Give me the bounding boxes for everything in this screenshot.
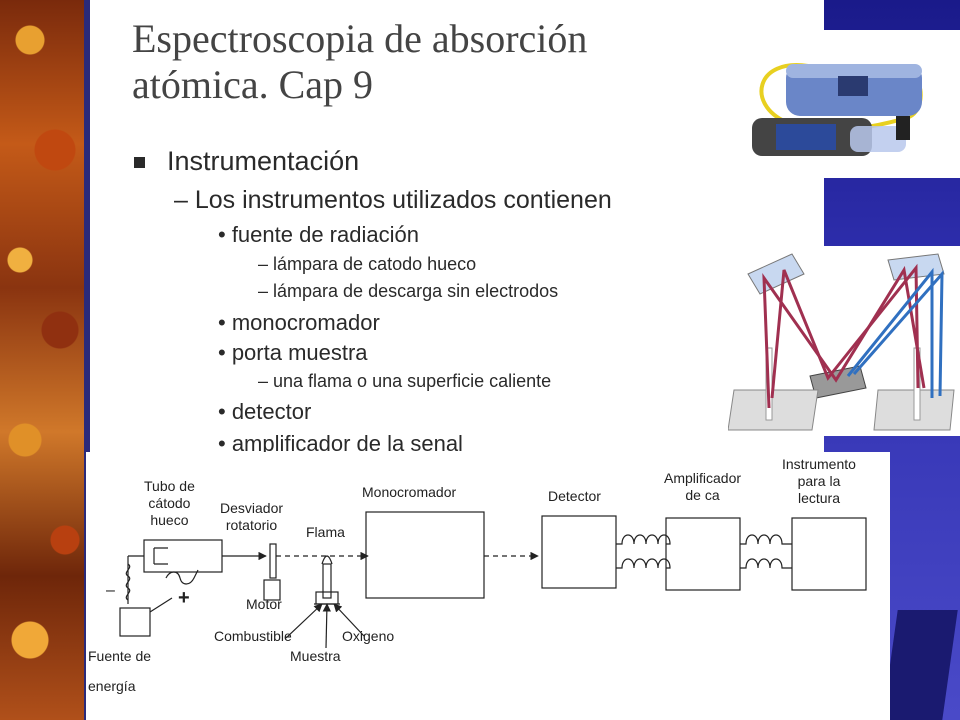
plus-sign: + [178, 587, 190, 609]
label-instrumento: Instrumento para la lectura [782, 456, 856, 506]
minus-sign: – [106, 582, 115, 599]
bullet-level1: Instrumentación [134, 146, 359, 177]
label-fuente-1: Fuente de [88, 648, 152, 664]
instrument-diagram: Tubo de cátodo hueco Desviador rotatorio… [86, 452, 890, 720]
label-fuente-2: energía [88, 678, 136, 694]
diagram-lines [119, 511, 867, 649]
sub-catodo: – lámpara de catodo hueco [258, 254, 477, 274]
label-detector: Detector [548, 488, 601, 504]
decorative-gear-strip [0, 0, 88, 720]
sub-descarga: – lámpara de descarga sin electrodos [258, 281, 559, 301]
left-border [84, 0, 90, 720]
label-tubo: Tubo de cátodo hueco [144, 478, 195, 528]
label-desviador: Desviador rotatorio [220, 500, 284, 533]
slide-title: Espectroscopia de absorción atómica. Cap… [132, 16, 588, 107]
square-bullet-icon [134, 157, 145, 169]
sub-flama: – una flama o una superficie caliente [258, 371, 552, 391]
bullet-level2: – Los instrumentos utilizados contienen [174, 186, 612, 214]
bullet-porta-muestra: • porta muestra [218, 340, 368, 365]
label-flama: Flama [306, 524, 345, 540]
label-amplificador: Amplificador de ca [664, 470, 742, 503]
monochromator-optics-image [728, 253, 955, 431]
bullet-monocromador: • monocromador [218, 310, 380, 335]
label-motor: Motor [246, 596, 282, 612]
label-combustible: Combustible [214, 628, 292, 644]
bullet-amplificador: • amplificador de la senal [218, 431, 463, 456]
hollow-cathode-lamp-image [752, 63, 923, 156]
label-oxigeno: Oxigeno [342, 628, 395, 644]
bullet-fuente: • fuente de radiación [218, 222, 419, 247]
bullet-detector: • detector [218, 399, 312, 424]
label-monocromador: Monocromador [362, 484, 457, 500]
label-muestra: Muestra [290, 648, 341, 664]
